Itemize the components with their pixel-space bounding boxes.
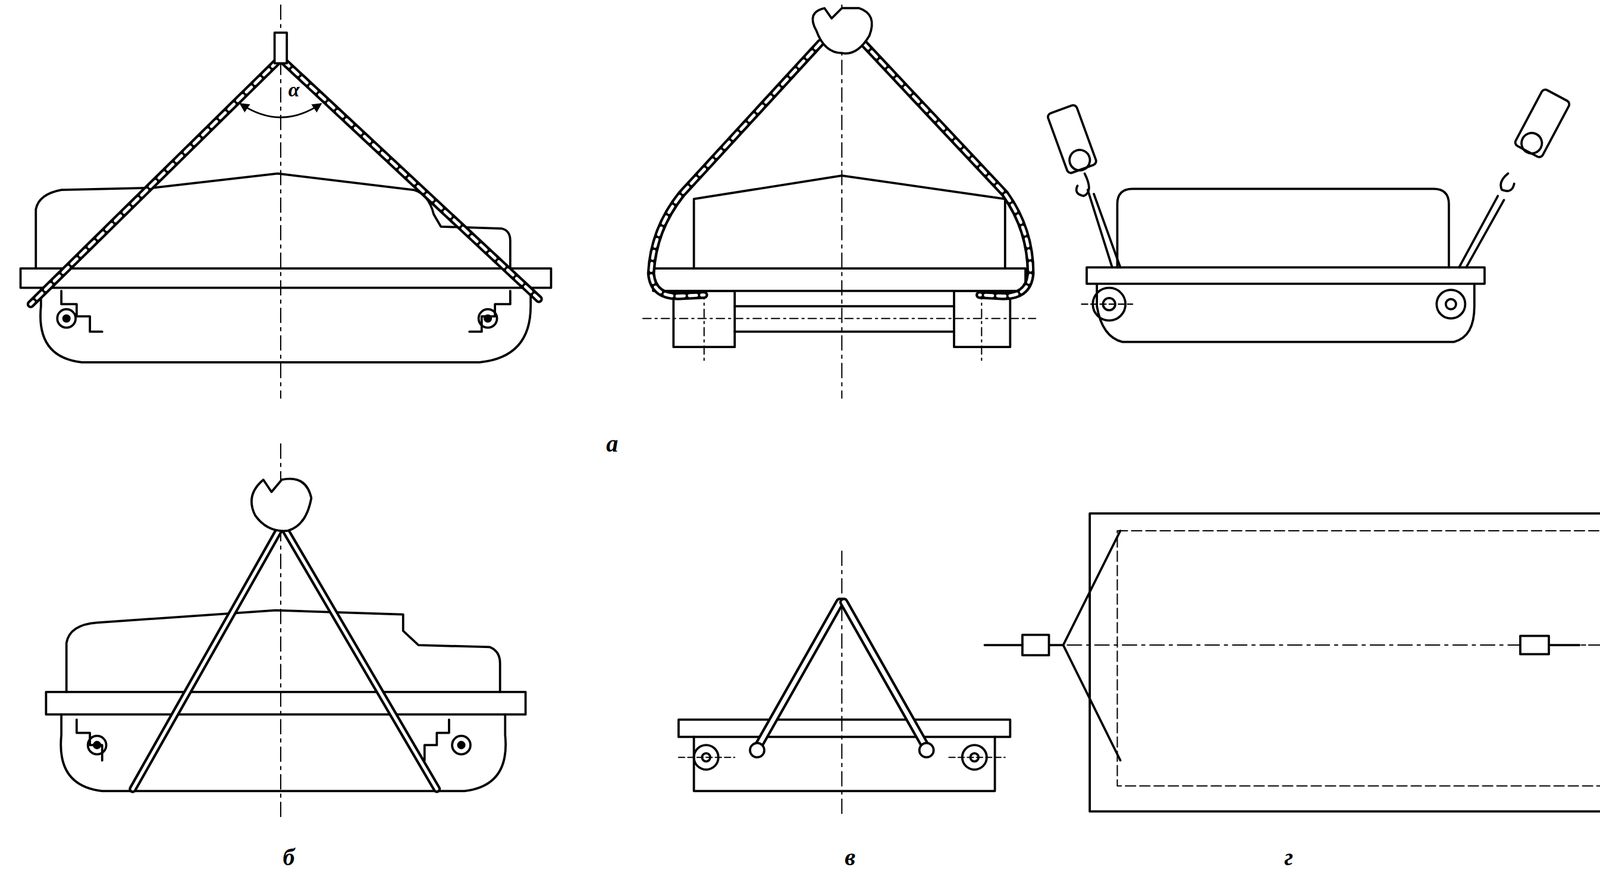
drawing-stroke	[1436, 289, 1465, 319]
sling-rope	[132, 478, 437, 789]
figure-letter: в	[844, 845, 856, 869]
drawing-stroke	[132, 530, 279, 789]
trolley-frame-rods	[678, 550, 1010, 817]
drawing-stroke	[45, 691, 526, 715]
drawing-stroke	[30, 61, 278, 304]
drawing-stroke	[1046, 104, 1098, 175]
drawing-stroke	[750, 742, 765, 758]
drawing-stroke	[283, 61, 539, 300]
drawing-stroke	[642, 317, 1036, 319]
drawing-stroke	[1096, 283, 1475, 343]
sling-rope	[651, 8, 1031, 297]
drawing-stroke	[653, 268, 1026, 291]
drawing-stroke	[980, 290, 983, 363]
drawing-stroke	[469, 290, 511, 332]
drawing-stroke	[1063, 530, 1121, 761]
drawing-stroke	[88, 735, 107, 755]
drawing-stroke	[1581, 644, 1600, 646]
drawing-stroke	[1517, 129, 1546, 157]
drawing-stroke	[703, 290, 705, 363]
drawing-stroke	[863, 42, 1031, 297]
drawing-stroke	[286, 530, 438, 789]
drawing-stroke	[863, 42, 1031, 297]
drawing-stroke	[948, 756, 1005, 758]
drawing-stroke	[20, 268, 552, 288]
drawing-stroke	[678, 756, 735, 758]
sling-rope	[30, 32, 539, 304]
drawing-stroke	[60, 714, 506, 792]
drawing-stroke	[457, 741, 464, 748]
drawing-stroke	[240, 104, 321, 118]
drawing-stroke	[1086, 267, 1485, 284]
drawing-stroke	[1513, 88, 1571, 159]
trolley-side-view	[20, 5, 552, 398]
drawing-stroke	[93, 741, 100, 748]
trolley-end-view	[642, 5, 1036, 398]
drawing-stroke	[757, 601, 840, 748]
drawing-stroke	[841, 550, 843, 817]
drawing-stroke	[1089, 513, 1600, 812]
drawing-stroke	[1520, 635, 1600, 655]
drawing-stroke	[132, 530, 279, 789]
drawing-stroke	[30, 61, 278, 304]
drawing-stroke	[57, 309, 76, 328]
drawing-stroke	[694, 175, 1006, 269]
drawing-stroke	[678, 719, 1010, 737]
drawing-stroke	[283, 61, 539, 300]
drawing-stroke	[757, 601, 840, 748]
drawing-stroke	[734, 330, 955, 334]
figure-letter: г	[1284, 845, 1294, 869]
drawing-stroke	[1520, 635, 1549, 655]
drawing-stroke	[484, 315, 491, 322]
drawing-stroke	[61, 290, 103, 332]
drawing-stroke	[1500, 173, 1515, 191]
drawing-stroke	[1066, 146, 1093, 174]
drawing-stroke	[841, 5, 843, 398]
drawing-stroke	[651, 42, 821, 297]
drawing-stroke	[1445, 299, 1457, 310]
drawing-stroke	[1466, 199, 1504, 268]
drawing-stroke	[478, 309, 498, 328]
drawing-stroke	[1046, 104, 1098, 175]
drawing-stroke	[919, 742, 934, 758]
drawing-stroke	[35, 173, 511, 269]
drawing-stroke	[1022, 634, 1050, 655]
figure-letter: а	[606, 431, 618, 456]
drawing-stroke	[1581, 644, 1600, 646]
trolley-hooked	[1046, 88, 1571, 342]
drawing-stroke	[1581, 644, 1600, 646]
drawing-stroke	[844, 601, 927, 748]
drawing-stroke	[734, 305, 955, 308]
drawing-stroke	[424, 719, 450, 761]
trolley-top-view	[984, 513, 1600, 812]
drawing-stroke	[1093, 193, 1121, 268]
drawing-stroke	[1459, 195, 1498, 268]
drawing-stroke	[63, 315, 70, 322]
drawing-stroke	[274, 32, 288, 64]
drawing-stroke	[984, 644, 1587, 646]
angle-symbol: α	[288, 79, 300, 100]
drawing-stroke	[1076, 173, 1090, 197]
drawing-stroke	[251, 478, 312, 532]
drawing-stroke	[1117, 530, 1600, 786]
drawing-stroke	[1087, 189, 1113, 268]
drawing-stroke	[844, 601, 927, 748]
trolley-crossed-sling	[45, 443, 526, 817]
drawing-stroke	[1081, 303, 1133, 305]
drawing-stroke	[452, 735, 471, 755]
drawing-stroke	[66, 610, 501, 692]
drawing-stroke	[1117, 188, 1449, 268]
drawing-stroke	[40, 287, 531, 363]
drawing-stroke	[1513, 88, 1571, 160]
drawing-stroke	[1581, 644, 1600, 646]
drawing-stroke	[694, 736, 996, 791]
figure-letter: б	[283, 845, 296, 869]
drawing-stroke	[812, 8, 872, 54]
drawing-stroke	[286, 530, 438, 789]
drawing-stroke	[651, 42, 821, 297]
